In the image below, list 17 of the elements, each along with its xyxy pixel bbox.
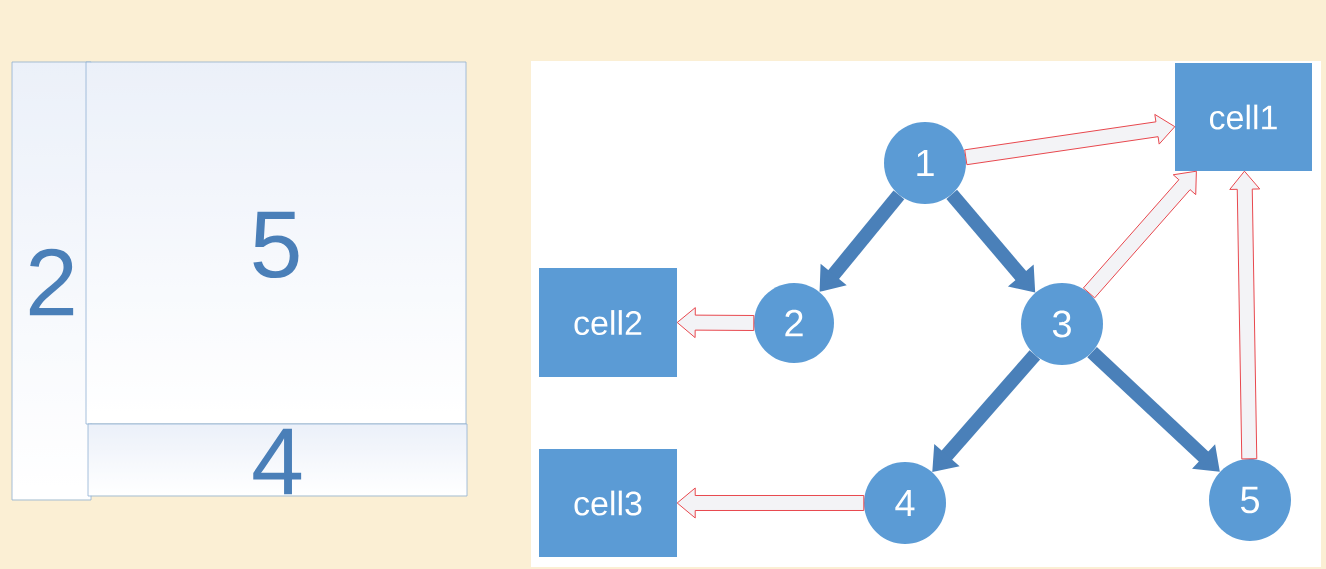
arrow	[932, 350, 1041, 472]
cell-box: cell3	[539, 449, 677, 557]
hollow-arrow	[676, 487, 865, 519]
hollow-arrow	[676, 307, 755, 339]
hollow-arrow	[1229, 170, 1261, 460]
circle-node: 3	[1021, 283, 1103, 365]
hollow-arrow	[1082, 170, 1197, 299]
circle-node: 2	[754, 283, 834, 363]
cell-box: cell2	[539, 268, 677, 377]
cell-box: cell1	[1175, 63, 1312, 171]
circle-node: 1	[884, 122, 966, 204]
hollow-arrow	[964, 113, 1176, 166]
arrow	[1087, 347, 1220, 472]
rectangle-block: 4	[87, 423, 468, 497]
rectangle-block: 2	[11, 61, 92, 501]
circle-node: 4	[864, 462, 946, 544]
circle-node: 5	[1209, 459, 1291, 541]
